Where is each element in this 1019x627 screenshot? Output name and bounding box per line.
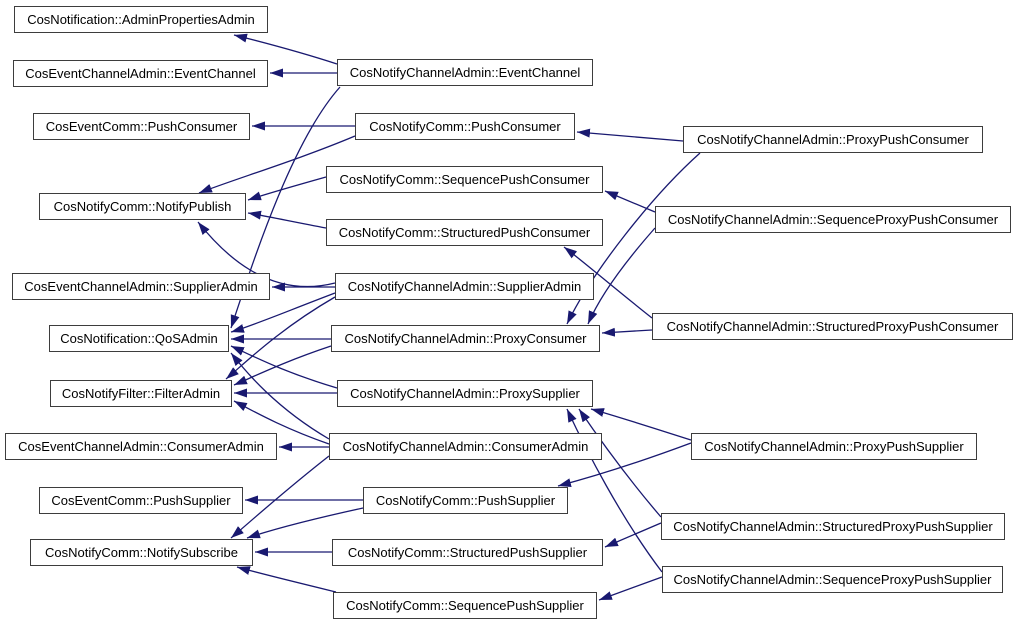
class-node-ceaSupplierAdmin[interactable]: CosEventChannelAdmin::SupplierAdmin bbox=[12, 273, 270, 300]
class-node-qosAdmin[interactable]: CosNotification::QoSAdmin bbox=[49, 325, 229, 352]
class-node-ncSequencePushSupplier[interactable]: CosNotifyComm::SequencePushSupplier bbox=[333, 592, 597, 619]
class-node-ncaEventChannel[interactable]: CosNotifyChannelAdmin::EventChannel bbox=[337, 59, 593, 86]
class-node-ncaStructuredProxyPushConsumer[interactable]: CosNotifyChannelAdmin::StructuredProxyPu… bbox=[652, 313, 1013, 340]
class-node-ncaConsumerAdmin[interactable]: CosNotifyChannelAdmin::ConsumerAdmin bbox=[329, 433, 602, 460]
class-node-ncaProxyPushConsumer[interactable]: CosNotifyChannelAdmin::ProxyPushConsumer bbox=[683, 126, 983, 153]
inheritance-edge-ncaSupplierAdmin-to-notifyPublish bbox=[197, 221, 336, 288]
inheritance-edge-ncaStructuredProxyPushConsumer-to-ncStructuredPushConsumer bbox=[563, 246, 653, 319]
class-node-notifySubscribe[interactable]: CosNotifyComm::NotifySubscribe bbox=[30, 539, 253, 566]
inheritance-edge-ncaSequenceProxyPushConsumer-to-ncaProxyConsumer bbox=[587, 227, 656, 325]
inheritance-edge-ncPushSupplier-to-notifySubscribe bbox=[246, 507, 364, 539]
class-node-ncStructuredPushConsumer[interactable]: CosNotifyComm::StructuredPushConsumer bbox=[326, 219, 603, 246]
inheritance-edge-ncaEventChannel-to-qosAdmin bbox=[230, 86, 341, 329]
class-node-ncPushSupplier[interactable]: CosNotifyComm::PushSupplier bbox=[363, 487, 568, 514]
inheritance-edge-ncaEventChannel-to-adminPropertiesAdmin bbox=[233, 33, 338, 65]
inheritance-edge-ncaSequenceProxyPushSupplier-to-ncSequencePushSupplier bbox=[598, 576, 663, 601]
class-node-ncPushConsumer[interactable]: CosNotifyComm::PushConsumer bbox=[355, 113, 575, 140]
inheritance-edge-ncaSequenceProxyPushSupplier-to-ncaProxySupplier bbox=[566, 408, 663, 573]
inheritance-edge-ncaConsumerAdmin-to-qosAdmin bbox=[230, 352, 330, 440]
class-node-ncaSequenceProxyPushConsumer[interactable]: CosNotifyChannelAdmin::SequenceProxyPush… bbox=[655, 206, 1011, 233]
inheritance-edge-ncaConsumerAdmin-to-filterAdmin bbox=[233, 400, 330, 445]
class-node-ceaConsumerAdmin[interactable]: CosEventChannelAdmin::ConsumerAdmin bbox=[5, 433, 277, 460]
inheritance-edge-ncStructuredPushConsumer-to-notifyPublish bbox=[247, 210, 327, 229]
class-node-cecPushConsumer[interactable]: CosEventComm::PushConsumer bbox=[33, 113, 250, 140]
inheritance-edge-ncSequencePushConsumer-to-notifyPublish bbox=[247, 176, 327, 201]
class-node-ncaSupplierAdmin[interactable]: CosNotifyChannelAdmin::SupplierAdmin bbox=[335, 273, 594, 300]
inheritance-edge-ncaStructuredProxyPushSupplier-to-ncaProxySupplier bbox=[578, 408, 662, 518]
inheritance-edge-ncaProxyPushSupplier-to-ncPushSupplier bbox=[557, 442, 692, 488]
class-node-cecPushSupplier[interactable]: CosEventComm::PushSupplier bbox=[39, 487, 243, 514]
class-node-ncaProxyPushSupplier[interactable]: CosNotifyChannelAdmin::ProxyPushSupplier bbox=[691, 433, 977, 460]
class-node-filterAdmin[interactable]: CosNotifyFilter::FilterAdmin bbox=[50, 380, 232, 407]
class-node-adminPropertiesAdmin[interactable]: CosNotification::AdminPropertiesAdmin bbox=[14, 6, 268, 33]
inheritance-edge-ncSequencePushSupplier-to-notifySubscribe bbox=[236, 566, 337, 593]
inheritance-edge-ncaProxyPushConsumer-to-ncPushConsumer bbox=[576, 128, 684, 142]
inheritance-edge-ncaStructuredProxyPushSupplier-to-ncStructuredPushSupplier bbox=[604, 522, 662, 548]
class-node-ncSequencePushConsumer[interactable]: CosNotifyComm::SequencePushConsumer bbox=[326, 166, 603, 193]
inheritance-edge-ncaConsumerAdmin-to-notifySubscribe bbox=[230, 455, 330, 539]
class-node-ncStructuredPushSupplier[interactable]: CosNotifyComm::StructuredPushSupplier bbox=[332, 539, 603, 566]
inheritance-edge-ncaSupplierAdmin-to-qosAdmin bbox=[230, 292, 336, 333]
inheritance-edge-ncaStructuredProxyPushConsumer-to-ncaProxyConsumer bbox=[601, 327, 653, 337]
class-node-ceaEventChannel[interactable]: CosEventChannelAdmin::EventChannel bbox=[13, 60, 268, 87]
inheritance-edge-ncPushConsumer-to-notifyPublish bbox=[198, 135, 356, 194]
class-node-ncaProxySupplier[interactable]: CosNotifyChannelAdmin::ProxySupplier bbox=[337, 380, 593, 407]
class-node-ncaProxyConsumer[interactable]: CosNotifyChannelAdmin::ProxyConsumer bbox=[331, 325, 600, 352]
class-node-notifyPublish[interactable]: CosNotifyComm::NotifyPublish bbox=[39, 193, 246, 220]
inheritance-edge-ncaProxySupplier-to-qosAdmin bbox=[230, 345, 338, 389]
inheritance-edge-ncaProxyPushSupplier-to-ncaProxySupplier bbox=[590, 408, 692, 441]
class-node-ncaStructuredProxyPushSupplier[interactable]: CosNotifyChannelAdmin::StructuredProxyPu… bbox=[661, 513, 1005, 540]
inheritance-edge-ncaSequenceProxyPushConsumer-to-ncSequencePushConsumer bbox=[604, 190, 656, 213]
inheritance-edge-ncaProxyConsumer-to-filterAdmin bbox=[233, 345, 332, 386]
class-node-ncaSequenceProxyPushSupplier[interactable]: CosNotifyChannelAdmin::SequenceProxyPush… bbox=[662, 566, 1003, 593]
inheritance-edge-ncaProxyPushConsumer-to-ncaProxyConsumer bbox=[566, 152, 701, 325]
inheritance-edge-ncaSupplierAdmin-to-filterAdmin bbox=[225, 296, 336, 380]
